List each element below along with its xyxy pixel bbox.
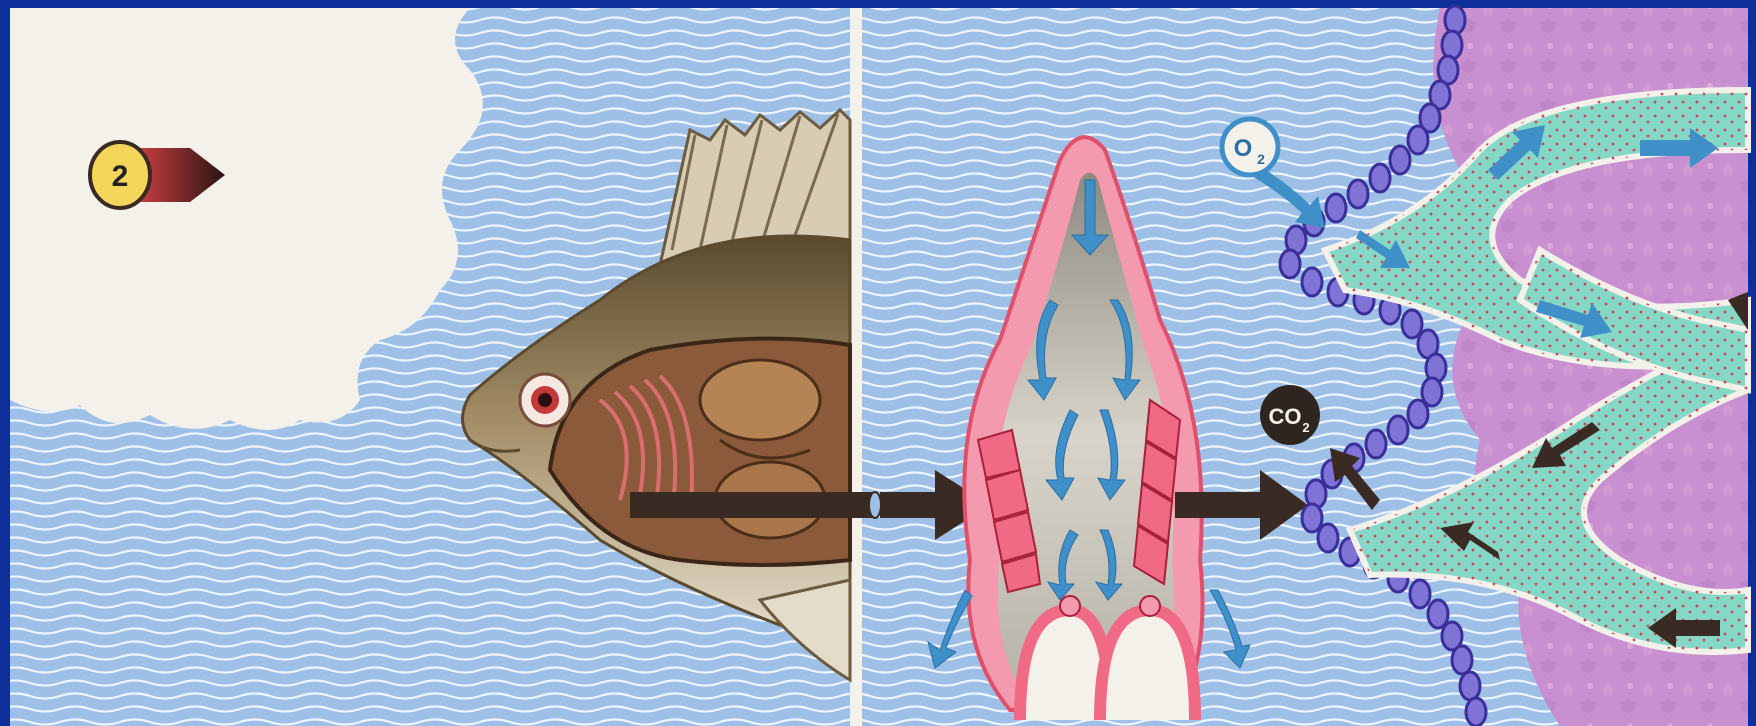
- carbon-dioxide-subscript: 2: [1302, 420, 1309, 435]
- carbon-dioxide-label: CO: [1269, 404, 1302, 429]
- oxygen-subscript: 2: [1257, 151, 1265, 167]
- badge-number: 2: [112, 160, 129, 193]
- oxygen-label: O: [1234, 135, 1253, 162]
